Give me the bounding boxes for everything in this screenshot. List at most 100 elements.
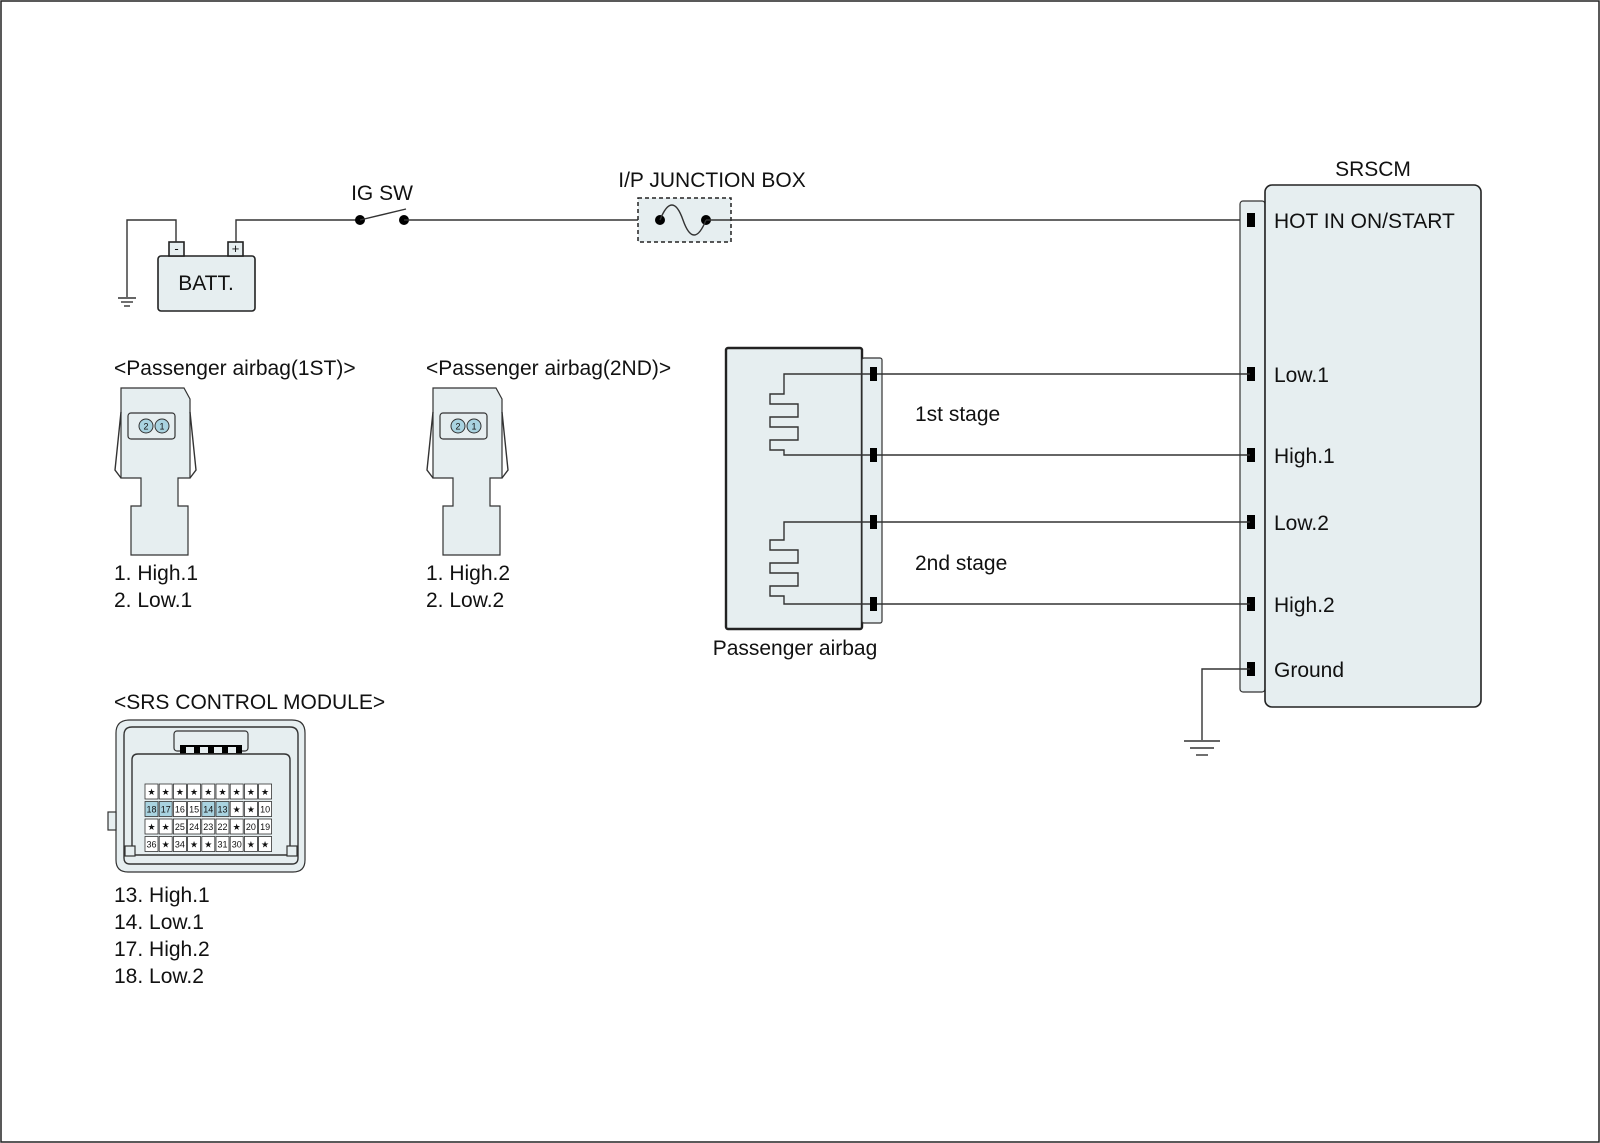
control-module-pin-cell — [187, 783, 202, 800]
control-module-pin-label: ★ — [204, 840, 212, 850]
battery: - + BATT. — [157, 241, 256, 312]
control-module-pin-cell — [187, 818, 202, 835]
control-module-pin-label: 24 — [189, 822, 199, 832]
srscm-pin-low1: Low.1 — [1274, 364, 1329, 387]
control-module-pin-label: 14 — [203, 805, 213, 815]
control-module-pin-cell — [243, 818, 258, 835]
connector-2nd-pin-1 — [466, 418, 482, 434]
srscm-pin-hot-in: HOT IN ON/START — [1274, 210, 1455, 233]
airbag-squib-1st-icon — [769, 373, 870, 456]
control-module-pin-cell — [172, 783, 187, 800]
control-module-pin-label: 34 — [175, 840, 185, 850]
control-module-pin-label: 23 — [203, 822, 213, 832]
airbag-squib-2nd-icon — [769, 521, 870, 605]
srscm-ground-icon — [1184, 668, 1250, 756]
control-module-pin-label: 17 — [161, 805, 171, 815]
control-module-pin-cell — [158, 818, 173, 835]
control-module-pin-cell — [201, 783, 216, 800]
battery-positive-sign: + — [232, 241, 240, 256]
battery-label: BATT. — [178, 272, 234, 295]
control-module-pin-cell — [172, 801, 187, 817]
control-module-pin-cell — [215, 818, 230, 835]
connector-1st-icon: 2 1 — [114, 387, 197, 556]
control-module-pin-cell — [258, 783, 273, 800]
srscm-module — [1264, 184, 1482, 708]
control-module-pin-label: ★ — [162, 787, 170, 797]
control-module-pin-label: ★ — [176, 787, 184, 797]
control-module-pin-label: 10 — [260, 805, 270, 815]
control-module-pin-cell — [201, 818, 216, 835]
control-module-title: <SRS CONTROL MODULE> — [114, 691, 385, 714]
control-module-pin-label: ★ — [204, 787, 212, 797]
passenger-airbag-module — [724, 346, 864, 631]
control-module-pin-label: 13 — [217, 805, 227, 815]
srscm-pin-low2: Low.2 — [1274, 512, 1329, 535]
control-module-pin-cell — [258, 818, 273, 835]
stage-wires — [877, 373, 1250, 605]
control-module-pin-label: 19 — [260, 822, 270, 832]
control-module-pin-cell — [229, 836, 244, 852]
control-module-pin-cell — [215, 783, 230, 800]
srscm-connector-strip — [1239, 200, 1266, 693]
connector-2nd-legend-1: 1. High.2 — [426, 562, 510, 585]
control-module-legend-2: 14. Low.1 — [114, 911, 204, 934]
control-module-pin-cell — [229, 818, 244, 835]
control-module-legend-1: 13. High.1 — [114, 884, 210, 907]
passenger-airbag-label: Passenger airbag — [713, 637, 878, 660]
control-module-pin-cell — [229, 783, 244, 800]
control-module-pin-cell — [187, 801, 202, 817]
control-module-pin-cell — [158, 836, 173, 852]
connector-1st-legend-1: 1. High.1 — [114, 562, 198, 585]
control-module-pin-label: 15 — [189, 805, 199, 815]
control-module-pin-label: 22 — [217, 822, 227, 832]
control-module-legend-3: 17. High.2 — [114, 938, 210, 961]
power-wire — [235, 219, 360, 242]
srscm-pin-high1: High.1 — [1274, 445, 1335, 468]
connector-2nd-pin-2 — [450, 418, 466, 434]
control-module-pin-cell — [144, 818, 159, 835]
svg-text:1: 1 — [159, 422, 164, 432]
connector-1st-pin-2 — [138, 418, 154, 434]
airbag-terminals — [870, 367, 877, 611]
control-module-pin-label: ★ — [162, 840, 170, 850]
control-module-pin-cell — [172, 818, 187, 835]
stage-1-label: 1st stage — [915, 403, 1000, 426]
srscm-pin-ground: Ground — [1274, 659, 1344, 682]
control-module-pin-label: 20 — [246, 822, 256, 832]
control-module-pin-label: ★ — [233, 822, 241, 832]
control-module-pin-label: 30 — [232, 840, 242, 850]
control-module-pin-label: ★ — [162, 822, 170, 832]
control-module-pin-cell — [215, 836, 230, 852]
svg-text:1: 1 — [471, 422, 476, 432]
control-module-pin-label: 25 — [175, 822, 185, 832]
control-module-pin-cell — [201, 801, 216, 817]
connector-2nd-legend-2: 2. Low.2 — [426, 589, 504, 612]
control-module-pin-cell — [201, 836, 216, 852]
control-module-pin-label: ★ — [247, 787, 255, 797]
control-module-pin-cell — [215, 801, 230, 817]
control-module-pin-cell — [158, 801, 173, 817]
battery-negative-sign: - — [174, 241, 178, 256]
srscm-pins: HOT IN ON/START Low.1 High.1 Low.2 High.… — [1247, 210, 1455, 682]
control-module-pin-label: ★ — [218, 787, 226, 797]
connector-1st-legend-2: 2. Low.1 — [114, 589, 192, 612]
control-module-pin-label: ★ — [233, 787, 241, 797]
control-module-pin-label: ★ — [147, 787, 155, 797]
control-module-pin-label: ★ — [190, 840, 198, 850]
junction-box-label: I/P JUNCTION BOX — [618, 169, 805, 192]
ig-sw-label: IG SW — [351, 182, 413, 205]
control-module-pin-cell — [243, 836, 258, 852]
connector-2nd-title: <Passenger airbag(2ND)> — [426, 357, 671, 380]
control-module-pin-cell — [187, 836, 202, 852]
control-module-pin-label: ★ — [261, 840, 269, 850]
svg-text:2: 2 — [143, 422, 148, 432]
control-module-pin-cell — [229, 801, 244, 817]
control-module-pin-label: 18 — [146, 805, 156, 815]
connector-2nd-icon: 2 1 — [426, 387, 509, 556]
control-module-pin-label: ★ — [233, 805, 241, 815]
control-module-pin-label: ★ — [190, 787, 198, 797]
